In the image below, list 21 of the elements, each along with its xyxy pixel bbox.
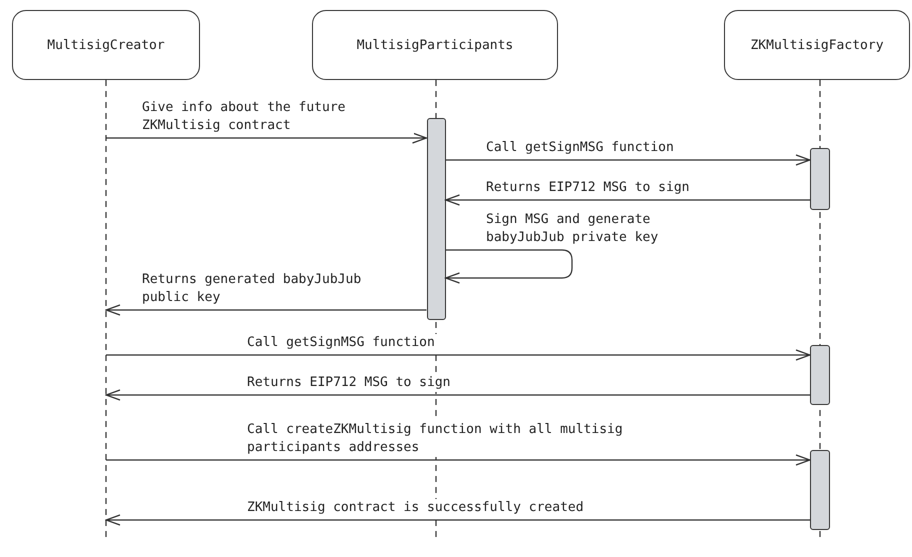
participant-box: ZKMultisigFactory: [724, 10, 910, 80]
message-label: Call getSignMSG function: [484, 139, 676, 157]
activation-bar: [810, 345, 830, 405]
message-label: Returns EIP712 MSG to sign: [245, 374, 452, 392]
message-arrow: [106, 349, 811, 361]
message-arrow: [444, 249, 573, 284]
participant-box: MultisigCreator: [12, 10, 200, 80]
activation-bar: [810, 148, 830, 210]
message-label: Returns EIP712 MSG to sign: [484, 179, 692, 197]
activation-bar: [810, 450, 830, 530]
message-arrow: [444, 194, 810, 206]
participant-box: MultisigParticipants: [312, 10, 558, 80]
message-label: Give info about the future ZKMultisig contract: [140, 99, 414, 135]
activation-bar: [426, 118, 446, 320]
message-label: Call getSignMSG function: [245, 334, 437, 352]
message-arrow: [106, 132, 428, 144]
message-arrow: [105, 389, 810, 401]
message-arrow: [106, 454, 811, 466]
message-arrow: [446, 154, 811, 166]
message-arrow: [105, 514, 810, 526]
message-arrow: [105, 304, 426, 316]
